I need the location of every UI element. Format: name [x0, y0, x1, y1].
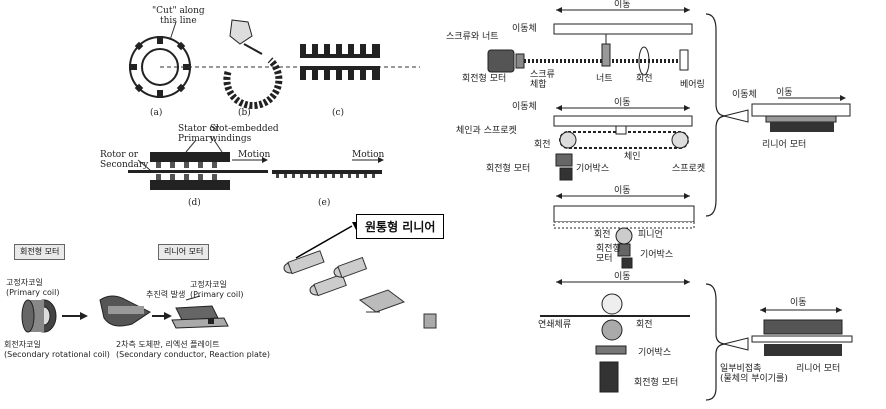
pinion-label: 피니언	[638, 230, 663, 240]
rotary-motor-label-1: 회전형 모터	[462, 74, 507, 84]
gearbox-label-2: 기어박스	[576, 164, 610, 174]
flat-linear-motor-drawing	[171, 295, 229, 329]
caption-a: (a)	[150, 108, 163, 118]
chain-label: 체인	[624, 152, 641, 162]
unrolled-motor-drawing	[99, 295, 172, 327]
result2-move-label: 이동	[790, 298, 807, 308]
roller-friction-mechanism	[540, 279, 690, 393]
caption-b: (b)	[238, 108, 251, 118]
primary-coil-label-2: 고정자코일 (Primary coil)	[190, 280, 244, 299]
chain-sprocket-label: 체인과 스프로켓	[456, 126, 517, 136]
move-label-1: 이동	[614, 0, 631, 10]
sprocket-label: 스프로켓	[672, 164, 706, 174]
rack-pinion-mechanism	[553, 193, 695, 269]
rotate-label-3: 회전	[594, 230, 611, 240]
gearbox-label-3: 기어박스	[640, 250, 674, 260]
secondary-conductor-label: 2차측 도체판, 리엑션 플레이트 (Secondary conductor, …	[116, 340, 271, 359]
rotate-label-4: 회전	[636, 320, 653, 330]
group-brace-top	[705, 13, 727, 217]
result2-contact-label: 일부비접촉 (물체의 부이기를)	[720, 364, 788, 384]
secondary-coil-label: 회전자코일 (Secondary rotational coil)	[4, 340, 110, 359]
screw-nut-label: 스크류와 너트	[446, 32, 499, 42]
result-linear-motor-top	[751, 95, 851, 132]
rotate-label-1: 회전	[636, 74, 653, 84]
move-label-3: 이동	[614, 186, 631, 196]
flattened-stator-drawing-c	[300, 44, 380, 80]
linear-motor-badge: 리니어 모터	[158, 244, 210, 260]
move-label-4: 이동	[614, 272, 631, 282]
cut-note: "Cut" along this line	[152, 6, 205, 26]
stator-label: Stator or Primary	[178, 124, 220, 144]
motion-label-2: Motion	[352, 150, 385, 160]
nut-label: 너트	[596, 74, 613, 84]
tubular-linear-callout: 원통형 리니어	[356, 214, 445, 239]
motion-label-1: Motion	[238, 150, 271, 160]
bearing-label: 베어링	[680, 80, 705, 90]
result-linear-motor-label: 리니어 모터	[762, 140, 807, 150]
chain-sprocket-mechanism	[553, 105, 693, 181]
rotate-label-2: 회전	[534, 140, 551, 150]
result-arrow-top	[723, 109, 749, 123]
screw-nut-mechanism	[487, 7, 693, 76]
callout-arrow-line	[295, 225, 353, 259]
caption-c: (c)	[332, 108, 345, 118]
rotary-motor-badge: 회전형 모터	[14, 244, 66, 260]
rotary-motor-label-2: 회전형 모터	[486, 164, 531, 174]
moving-body-label-2: 이동체	[512, 102, 537, 112]
linear-motor-drawing-e	[272, 157, 384, 178]
move-label-2: 이동	[614, 98, 631, 108]
caption-d: (d)	[188, 198, 201, 208]
result2-linear-motor-label: 리니어 모터	[796, 364, 841, 374]
ring-motor-drawing-b	[223, 19, 283, 110]
linear-motor-drawing-d	[128, 139, 268, 190]
tubular-linear-sketch	[283, 250, 437, 329]
result-linear-motor-bottom	[751, 307, 853, 356]
roller-label: 연쇄체류	[538, 320, 572, 330]
result-moving-body-label: 이동체	[732, 90, 757, 100]
gearbox-label-4: 기어박스	[638, 348, 672, 358]
slot-label: Slot-embedded windings	[210, 124, 279, 144]
rotor-label: Rotor or Secondary	[100, 150, 149, 170]
rotary-motor-label-4: 회전형 모터	[634, 378, 679, 388]
caption-e: (e)	[318, 198, 331, 208]
ring-motor-drawing-a	[129, 21, 420, 98]
coupling-label: 스크류 체합	[530, 70, 555, 90]
result-arrow-bottom	[723, 337, 749, 351]
thrust-label: 추진력 발생	[146, 290, 186, 299]
primary-coil-label-1: 고정자코일 (Primary coil)	[6, 278, 60, 297]
result-move-label: 이동	[776, 88, 793, 98]
rotary-motor-label-3: 회전형 모터	[596, 244, 621, 264]
rotary-motor-drawing	[21, 299, 88, 333]
moving-body-label-1: 이동체	[512, 24, 537, 34]
